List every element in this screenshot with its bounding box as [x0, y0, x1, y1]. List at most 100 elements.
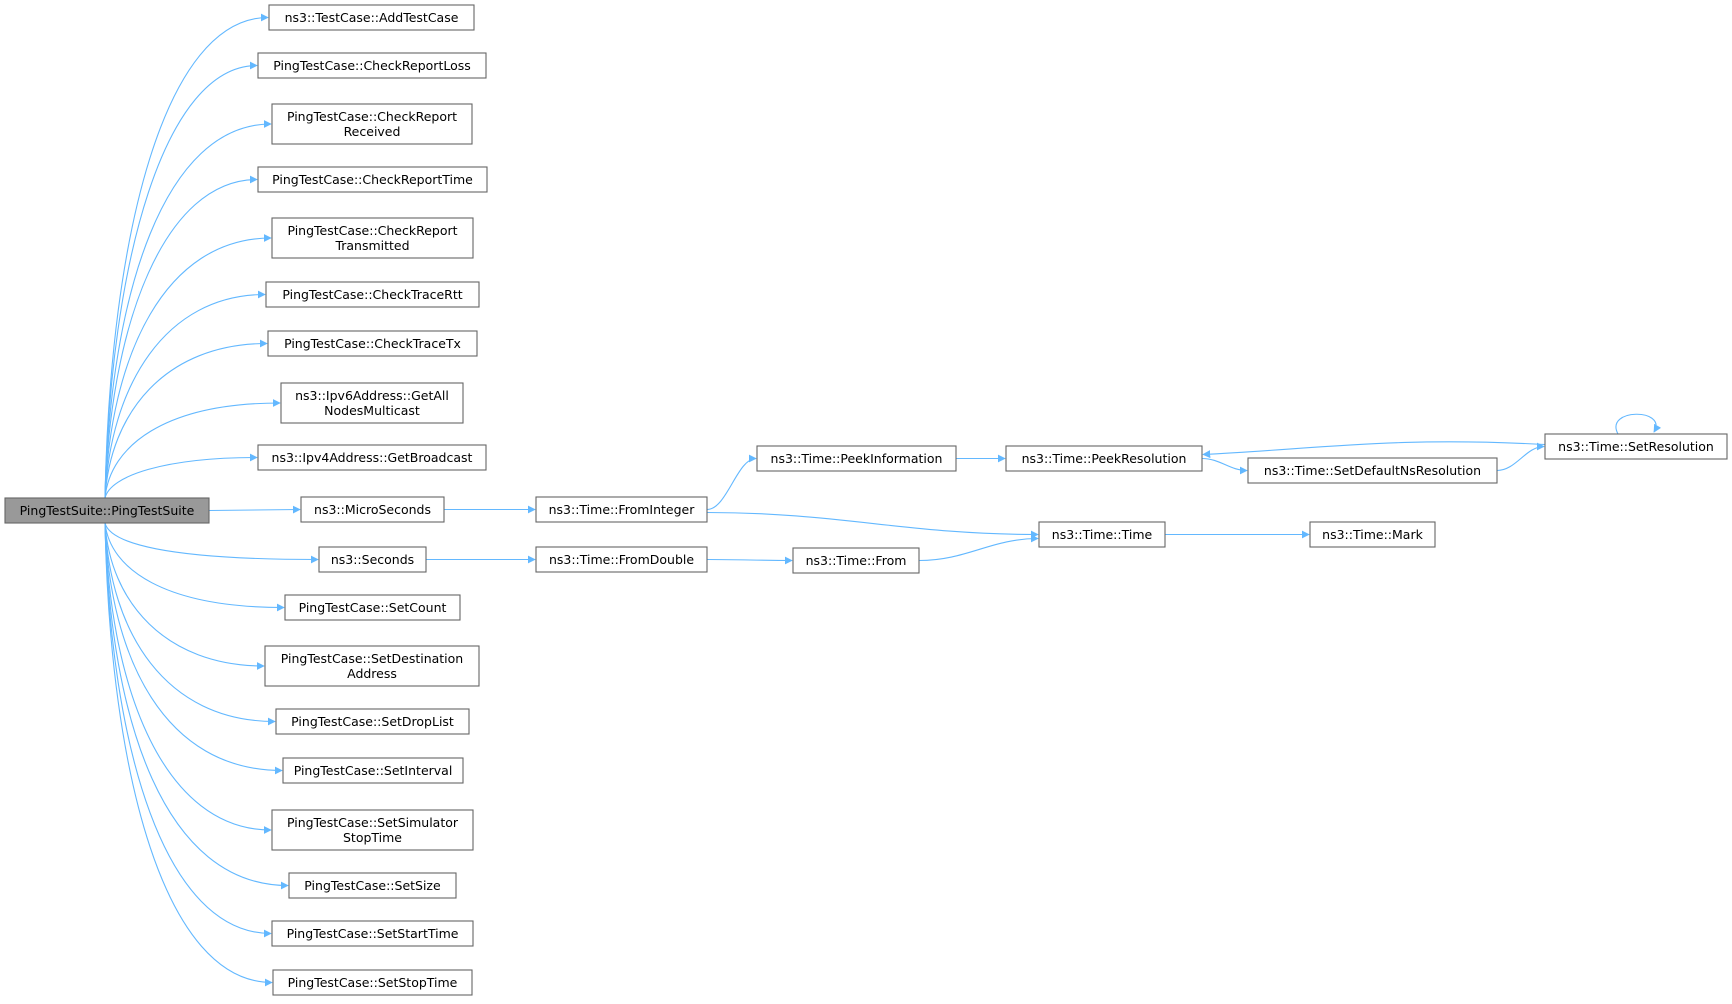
- node-box: [288, 872, 457, 899]
- node-from[interactable]: ns3::Time::From: [792, 547, 920, 574]
- node-box: [275, 708, 470, 735]
- node-box: [268, 4, 475, 31]
- node-label: PingTestCase::CheckReport: [287, 223, 457, 238]
- node-label: ns3::Seconds: [331, 552, 414, 567]
- node-label: PingTestCase::CheckTraceTx: [284, 336, 461, 351]
- node-time[interactable]: ns3::Time::Time: [1038, 521, 1166, 548]
- node-box: [264, 645, 480, 687]
- node-label: PingTestCase::SetStopTime: [288, 975, 458, 990]
- edge-root-to-setdestinationaddress: [104, 522, 265, 670]
- edge-setresolution-to-peekresolution: [1202, 441, 1546, 459]
- node-setdefaultnsresolution[interactable]: ns3::Time::SetDefaultNsResolution: [1247, 457, 1498, 484]
- node-setinterval[interactable]: PingTestCase::SetInterval: [282, 757, 464, 784]
- node-label: ns3::MicroSeconds: [314, 502, 431, 517]
- node-box: [271, 217, 474, 259]
- node-box: [300, 496, 445, 523]
- node-box: [267, 330, 478, 357]
- node-setstoptime[interactable]: PingTestCase::SetStopTime: [272, 969, 473, 996]
- edge-root-to-setinterval: [104, 522, 283, 775]
- node-checkreporttime[interactable]: PingTestCase::CheckReportTime: [257, 166, 488, 193]
- edge-root-to-setcount: [104, 522, 285, 612]
- edge-root-to-checkreporttime: [104, 175, 258, 499]
- edge-peekresolution-to-setdefaultnsresolution: [1201, 457, 1248, 475]
- node-box: [271, 920, 474, 947]
- node-box: [272, 969, 473, 996]
- node-setdroplist[interactable]: PingTestCase::SetDropList: [275, 708, 470, 735]
- edge-frominteger-to-peekinformation: [706, 454, 757, 511]
- node-label: PingTestCase::SetSize: [304, 878, 441, 893]
- node-label: ns3::Time::PeekResolution: [1022, 451, 1187, 466]
- node-microseconds[interactable]: ns3::MicroSeconds: [300, 496, 445, 523]
- node-label: PingTestCase::SetDropList: [291, 714, 454, 729]
- node-box: [756, 445, 957, 472]
- edge-from-to-time: [918, 534, 1039, 562]
- edge-frominteger-to-time: [706, 511, 1039, 539]
- edge-root-to-setstoptime: [104, 522, 273, 987]
- edge-setdefaultnsresolution-to-setresolution: [1496, 442, 1545, 472]
- node-checkreportloss[interactable]: PingTestCase::CheckReportLoss: [257, 52, 487, 79]
- node-seconds[interactable]: ns3::Seconds: [318, 546, 427, 573]
- edge-root-to-seconds: [104, 522, 319, 564]
- node-label: PingTestSuite::PingTestSuite: [20, 503, 195, 518]
- node-box: [280, 382, 464, 424]
- edge-root-to-setsimulatorstoptime: [104, 522, 272, 834]
- node-checktracertt[interactable]: PingTestCase::CheckTraceRtt: [265, 281, 480, 308]
- node-mark[interactable]: ns3::Time::Mark: [1309, 521, 1436, 548]
- node-label: PingTestCase::CheckReport: [287, 109, 457, 124]
- node-getbroadcast[interactable]: ns3::Ipv4Address::GetBroadcast: [257, 444, 487, 471]
- edge-root-to-setstarttime: [104, 522, 272, 938]
- node-label: PingTestCase::CheckReportTime: [272, 172, 473, 187]
- node-label: ns3::Time::FromDouble: [549, 552, 694, 567]
- node-peekinformation[interactable]: ns3::Time::PeekInformation: [756, 445, 957, 472]
- node-label: PingTestCase::SetStartTime: [287, 926, 459, 941]
- edge-root-to-getbroadcast: [104, 453, 258, 499]
- node-box: [257, 444, 487, 471]
- edge-root-to-setdroplist: [104, 522, 276, 726]
- node-box: [257, 166, 488, 193]
- node-setstarttime[interactable]: PingTestCase::SetStartTime: [271, 920, 474, 947]
- node-label: PingTestCase::CheckTraceRtt: [282, 287, 462, 302]
- node-box: [792, 547, 920, 574]
- node-label: ns3::Time::Mark: [1322, 527, 1423, 542]
- edge-root-to-microseconds: [208, 505, 301, 514]
- edge-root-to-checkreportreceived: [104, 120, 272, 499]
- node-setresolution[interactable]: ns3::Time::SetResolution: [1544, 433, 1728, 460]
- node-label: ns3::Time::PeekInformation: [771, 451, 943, 466]
- edge-root-to-getallnodesmulticast: [104, 399, 281, 499]
- node-box: [1005, 445, 1203, 472]
- node-peekresolution[interactable]: ns3::Time::PeekResolution: [1005, 445, 1203, 472]
- node-label: ns3::Time::FromInteger: [549, 502, 696, 517]
- node-addtestcase[interactable]: ns3::TestCase::AddTestCase: [268, 4, 475, 31]
- node-root: PingTestSuite::PingTestSuite: [4, 497, 210, 524]
- node-box: [1038, 521, 1166, 548]
- node-checktracetx[interactable]: PingTestCase::CheckTraceTx: [267, 330, 478, 357]
- node-fromdouble[interactable]: ns3::Time::FromDouble: [535, 546, 708, 573]
- edge-root-to-checktracetx: [104, 339, 268, 499]
- node-box: [257, 52, 487, 79]
- node-label: ns3::Ipv4Address::GetBroadcast: [272, 450, 473, 465]
- node-box: [271, 103, 473, 145]
- edge-root-to-checkreporttransmitted: [104, 234, 272, 499]
- node-box: [318, 546, 427, 573]
- node-setsize[interactable]: PingTestCase::SetSize: [288, 872, 457, 899]
- edge-root-to-checktracertt: [104, 290, 266, 499]
- node-label: ns3::Time::SetDefaultNsResolution: [1264, 463, 1481, 478]
- edge-fromdouble-to-from: [706, 556, 793, 565]
- node-label: NodesMulticast: [324, 403, 420, 418]
- node-label: Transmitted: [334, 238, 409, 253]
- node-setcount[interactable]: PingTestCase::SetCount: [284, 594, 461, 621]
- node-box: [535, 496, 708, 523]
- node-box: [1544, 433, 1728, 460]
- node-box: [265, 281, 480, 308]
- edge-setresolution-to-setresolution: [1615, 413, 1662, 435]
- node-box: [1309, 521, 1436, 548]
- node-label: ns3::Time::From: [806, 553, 907, 568]
- node-frominteger[interactable]: ns3::Time::FromInteger: [535, 496, 708, 523]
- node-label: ns3::Time::Time: [1052, 527, 1153, 542]
- node-label: Address: [347, 666, 397, 681]
